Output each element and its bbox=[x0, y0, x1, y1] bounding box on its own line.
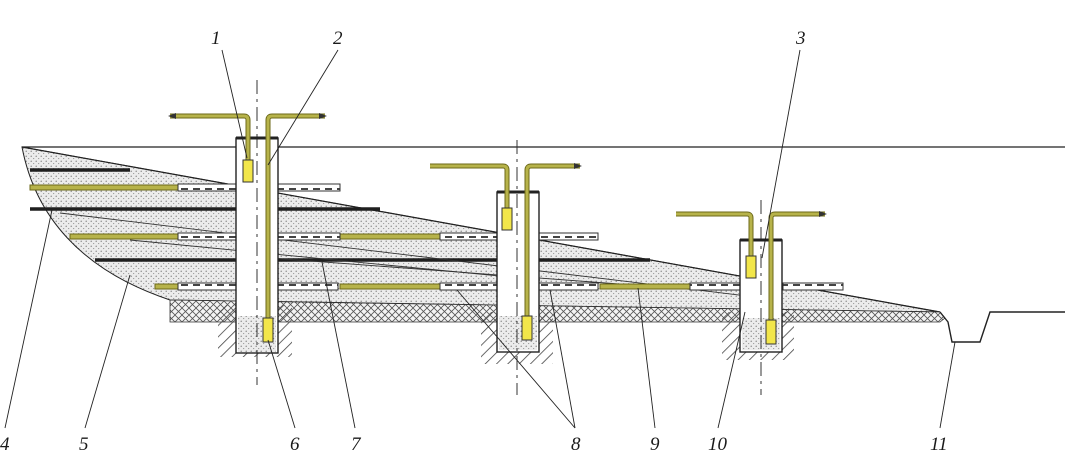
label-3: 3 bbox=[795, 28, 806, 49]
leader-lines bbox=[4, 49, 956, 429]
label-7: 7 bbox=[351, 434, 362, 455]
label-4: 4 bbox=[0, 434, 10, 455]
layer-lines bbox=[30, 168, 650, 262]
well-left bbox=[168, 80, 327, 385]
well-middle bbox=[430, 140, 582, 395]
well-right bbox=[676, 200, 827, 395]
label-1: 1 bbox=[211, 28, 221, 49]
label-10: 10 bbox=[708, 434, 728, 455]
label-2: 2 bbox=[333, 28, 343, 49]
perforated-pipes bbox=[177, 183, 844, 291]
label-5: 5 bbox=[79, 434, 89, 455]
label-9: 9 bbox=[650, 434, 660, 455]
ditch-profile bbox=[939, 311, 1065, 343]
label-8: 8 bbox=[571, 434, 581, 455]
label-11: 11 bbox=[930, 434, 948, 455]
label-6: 6 bbox=[290, 434, 300, 455]
